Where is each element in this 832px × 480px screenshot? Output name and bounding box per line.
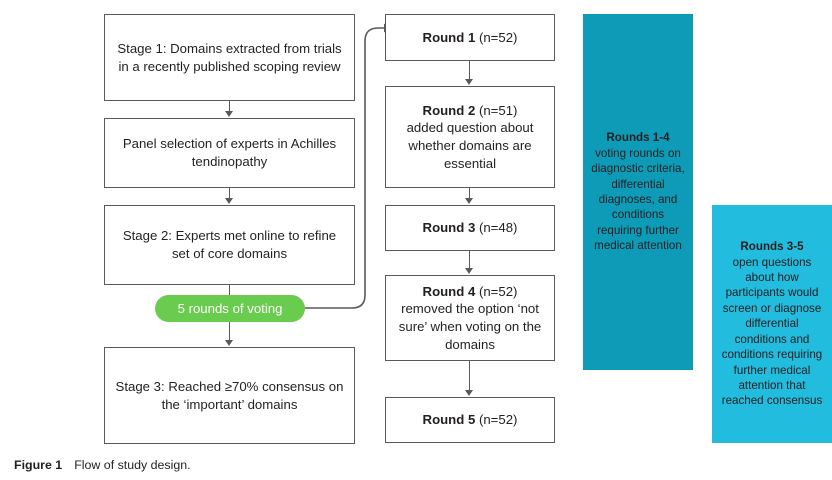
round4-heading: Round 4 [422, 283, 476, 299]
round2-n: (n=51) [475, 102, 518, 118]
connector-round1-to-round2 [469, 61, 470, 80]
flow-box-round1-text: Round 1 (n=52) [394, 29, 546, 47]
flow-box-round4: Round 4 (n=52) removed the option ‘not s… [385, 275, 555, 361]
round2-detail: added question about whether domains are… [406, 120, 534, 171]
arrowhead-panel-to-stage2 [225, 198, 233, 204]
rounds-3-5-detail: open questions about how participants wo… [721, 255, 823, 408]
figure-caption-text: Flow of study design. [74, 458, 191, 472]
round3-n: (n=48) [475, 220, 518, 236]
round1-n: (n=52) [475, 29, 518, 45]
flow-box-stage3: Stage 3: Reached ≥70% consensus on the ‘… [104, 347, 355, 444]
connector-panel-to-stage2 [229, 188, 230, 199]
figure-caption: Figure 1 Flow of study design. [14, 458, 191, 472]
figure-caption-label: Figure 1 [14, 458, 63, 472]
flow-box-round3: Round 3 (n=48) [385, 205, 555, 251]
arrowhead-round2-to-round3 [465, 198, 473, 204]
flow-box-stage2-text: Stage 2: Experts met online to refine se… [122, 228, 337, 261]
arrowhead-stage1-to-panel [225, 111, 233, 117]
round2-heading: Round 2 [422, 102, 476, 118]
flow-box-stage3-text: Stage 3: Reached ≥70% consensus on the ‘… [115, 378, 344, 412]
round1-heading: Round 1 [422, 29, 476, 45]
side-panel-rounds-1-4: Rounds 1-4 voting rounds on diagnostic c… [583, 14, 693, 370]
flow-box-panel-selection-text: Panel selection of experts in Achilles t… [122, 136, 337, 169]
flow-box-round3-text: Round 3 (n=48) [394, 219, 546, 237]
flow-box-stage1-text: Stage 1: Domains extracted from trials i… [117, 40, 342, 74]
connector-stage2-to-pill [229, 285, 230, 295]
flow-box-round2-text: Round 2 (n=51) added question about whet… [394, 102, 546, 173]
connector-stage1-to-panel [229, 101, 230, 112]
flow-box-round5-text: Round 5 (n=52) [394, 411, 546, 429]
flow-box-round2: Round 2 (n=51) added question about whet… [385, 86, 555, 188]
flow-box-stage2: Stage 2: Experts met online to refine se… [104, 205, 355, 285]
arrowhead-round4-to-round5 [465, 390, 473, 396]
round4-n: (n=52) [475, 283, 518, 299]
round4-detail: removed the option ‘not sure’ when votin… [398, 301, 542, 352]
side-panel-rounds-3-5-text: Rounds 3-5 open questions about how part… [718, 239, 826, 408]
voting-rounds-pill: 5 rounds of voting [155, 295, 305, 322]
rounds-3-5-heading: Rounds 3-5 [740, 240, 804, 254]
flow-box-panel-selection: Panel selection of experts in Achilles t… [104, 118, 355, 188]
arrowhead-round3-to-round4 [465, 268, 473, 274]
arrowhead-pill-to-stage3 [225, 340, 233, 346]
flow-box-stage1: Stage 1: Domains extracted from trials i… [104, 14, 355, 101]
flow-box-round1: Round 1 (n=52) [385, 14, 555, 61]
round5-heading: Round 5 [422, 412, 476, 428]
connector-pill-to-stage3 [229, 322, 230, 341]
side-panel-rounds-1-4-text: Rounds 1-4 voting rounds on diagnostic c… [589, 130, 687, 253]
round5-n: (n=52) [475, 412, 518, 428]
rounds-1-4-heading: Rounds 1-4 [606, 131, 670, 145]
connector-round4-to-round5 [469, 361, 470, 391]
flow-box-round4-text: Round 4 (n=52) removed the option ‘not s… [394, 283, 546, 354]
arrowhead-round1-to-round2 [465, 79, 473, 85]
rounds-1-4-detail: voting rounds on diagnostic criteria, di… [591, 146, 685, 253]
round3-heading: Round 3 [422, 220, 476, 236]
voting-rounds-pill-text: 5 rounds of voting [177, 301, 283, 316]
connector-round3-to-round4 [469, 251, 470, 269]
flow-box-round5: Round 5 (n=52) [385, 397, 555, 443]
side-panel-rounds-3-5: Rounds 3-5 open questions about how part… [712, 205, 832, 443]
connector-round2-to-round3 [469, 188, 470, 199]
